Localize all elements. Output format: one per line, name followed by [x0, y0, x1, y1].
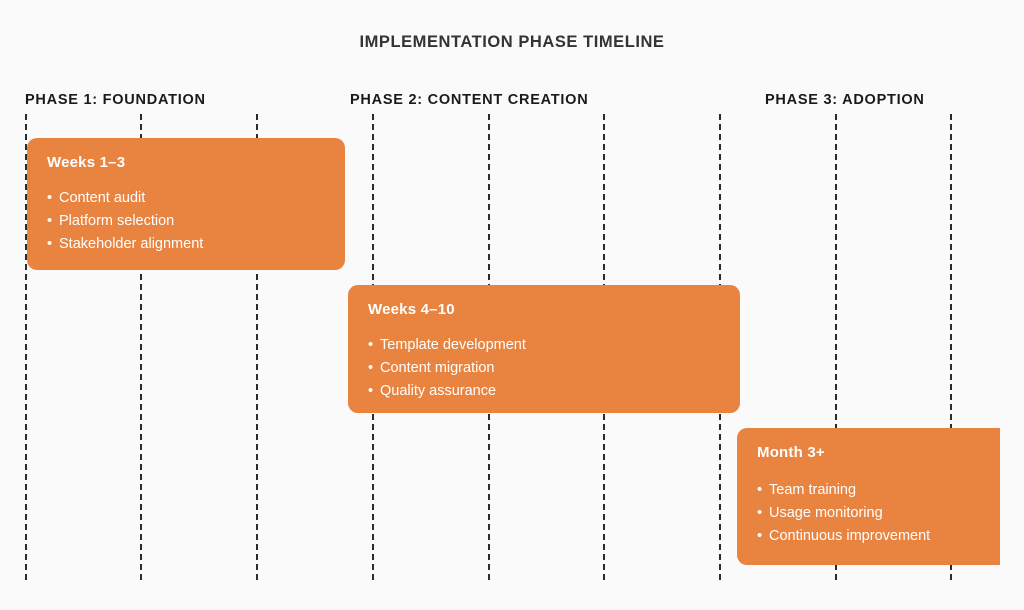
list-item: • Quality assurance — [368, 380, 720, 403]
task-label: Template development — [380, 337, 526, 353]
phase-task-list-1: • Content audit • Platform selection • S… — [47, 187, 325, 256]
list-item: • Team training — [757, 479, 980, 502]
list-item: • Content audit — [47, 187, 325, 210]
phase-card-2[interactable]: Weeks 4–10 • Template development • Cont… — [348, 285, 740, 413]
bullet-icon: • — [757, 528, 763, 544]
list-item: • Usage monitoring — [757, 502, 980, 525]
bullet-icon: • — [368, 337, 374, 353]
bullet-icon: • — [47, 236, 53, 252]
list-item: • Content migration — [368, 357, 720, 380]
bullet-icon: • — [47, 190, 53, 206]
bullet-icon: • — [47, 213, 53, 229]
phase-period-label-3: Month 3+ — [757, 444, 825, 461]
gridline-3 — [256, 114, 258, 580]
phase-header-3: PHASE 3: ADOPTION — [765, 92, 925, 108]
bullet-icon: • — [757, 505, 763, 521]
task-label: Stakeholder alignment — [59, 236, 204, 252]
phase-task-list-3: • Team training • Usage monitoring • Con… — [757, 479, 980, 548]
bullet-icon: • — [368, 383, 374, 399]
gridline-1 — [25, 114, 27, 580]
task-label: Content audit — [59, 190, 146, 206]
gridline-2 — [140, 114, 142, 580]
bullet-icon: • — [368, 360, 374, 376]
task-label: Platform selection — [59, 213, 175, 229]
phase-period-label-1: Weeks 1–3 — [47, 154, 126, 171]
task-label: Quality assurance — [380, 383, 497, 399]
page-title: IMPLEMENTATION PHASE TIMELINE — [359, 33, 665, 51]
list-item: • Continuous improvement — [757, 525, 980, 548]
task-label: Team training — [769, 482, 857, 498]
gridline-8 — [835, 114, 837, 580]
phase-header-1: PHASE 1: FOUNDATION — [25, 92, 206, 108]
bullet-icon: • — [757, 482, 763, 498]
list-item: • Stakeholder alignment — [47, 233, 325, 256]
phase-task-list-2: • Template development • Content migrati… — [368, 334, 720, 403]
list-item: • Platform selection — [47, 210, 325, 233]
task-label: Usage monitoring — [769, 505, 883, 521]
list-item: • Template development — [368, 334, 720, 357]
phase-card-1[interactable]: Weeks 1–3 • Content audit • Platform sel… — [27, 138, 345, 270]
phase-period-label-2: Weeks 4–10 — [368, 301, 455, 318]
task-label: Content migration — [380, 360, 495, 376]
task-label: Continuous improvement — [769, 528, 931, 544]
gridline-9 — [950, 114, 952, 580]
phase-header-2: PHASE 2: CONTENT CREATION — [350, 92, 589, 108]
phase-card-3[interactable]: Month 3+ • Team training • Usage monitor… — [737, 428, 1000, 565]
